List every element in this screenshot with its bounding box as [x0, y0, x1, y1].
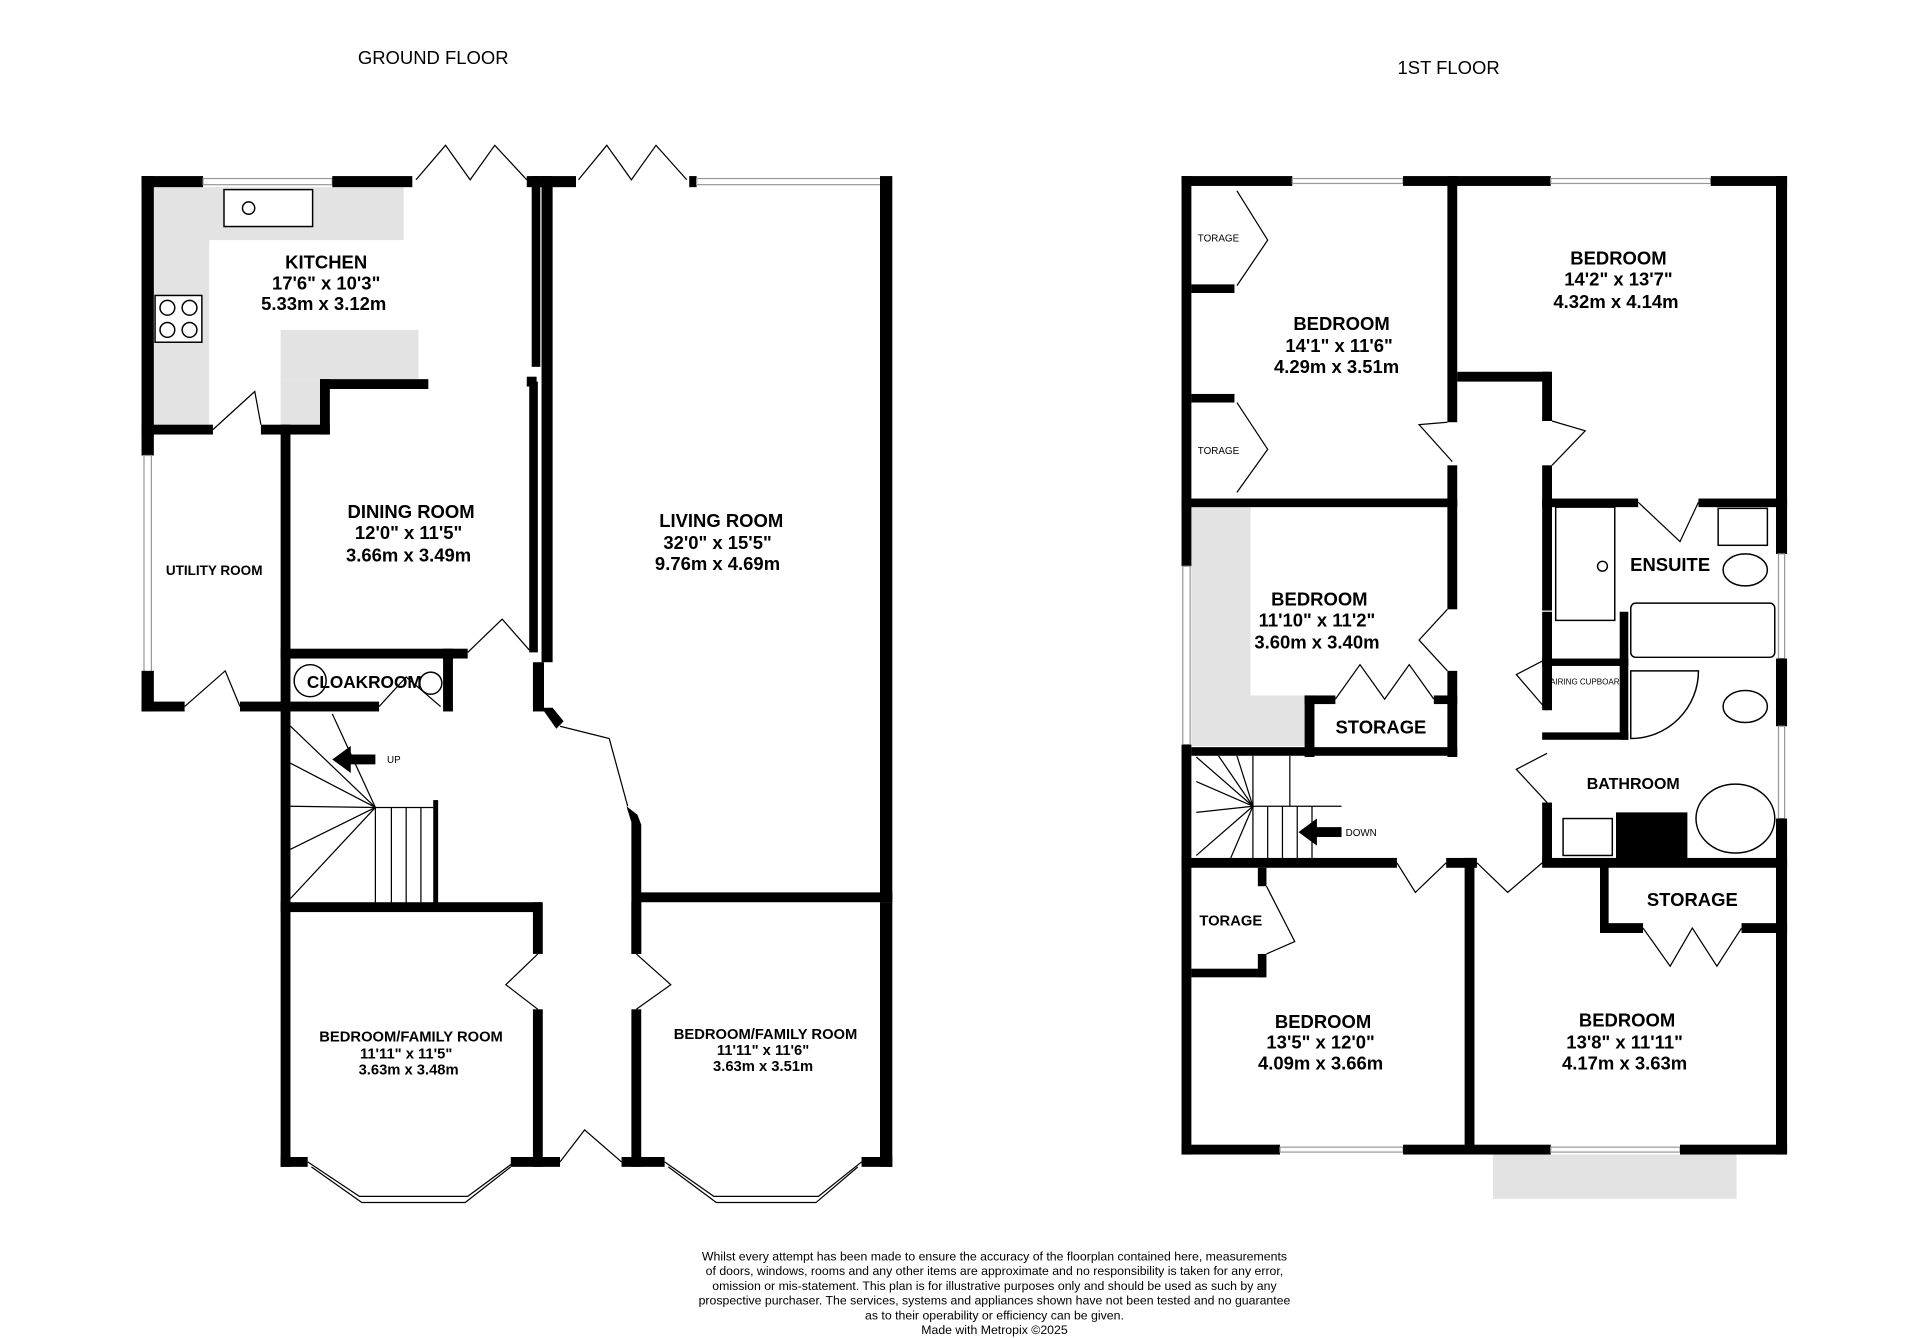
room-storage: STORAGE — [1647, 889, 1738, 910]
svg-text:32'0" x 15'5": 32'0" x 15'5" — [663, 532, 771, 553]
porch-roof — [1492, 1154, 1737, 1199]
room-living: LIVING ROOM 32'0" x 15'5" 9.76m x 4.69m — [655, 510, 783, 574]
svg-text:3.63m x 3.48m: 3.63m x 3.48m — [359, 1063, 459, 1079]
svg-text:LIVING ROOM: LIVING ROOM — [659, 510, 783, 531]
room-ensuite: ENSUITE — [1630, 554, 1710, 575]
first-walls — [1181, 176, 1788, 1155]
storage-label: TORAGE — [1199, 914, 1262, 930]
floor-shade — [1191, 505, 1251, 746]
bath-icon — [1630, 602, 1776, 659]
stairs-up — [290, 713, 434, 905]
ground-walls — [141, 176, 893, 1167]
bathroom-basin-icon — [1562, 817, 1614, 857]
kitchen-worktop — [153, 187, 404, 425]
room-family-right: BEDROOM/FAMILY ROOM 11'11" x 11'6" 3.63m… — [674, 1027, 858, 1075]
svg-text:BEDROOM: BEDROOM — [1579, 1010, 1675, 1031]
stairs-up-label: UP — [387, 755, 401, 766]
room-cloakroom: CLOAKROOM — [307, 672, 422, 692]
room-bedroom-3: BEDROOM 11'10" x 11'2" 3.60m x 3.40m — [1254, 589, 1379, 653]
svg-text:BEDROOM: BEDROOM — [1293, 313, 1389, 334]
first-doors[interactable] — [1236, 190, 1743, 968]
ensuite-basin-icon — [1717, 507, 1769, 547]
svg-text:BEDROOM/FAMILY ROOM: BEDROOM/FAMILY ROOM — [319, 1029, 503, 1045]
kitchen-sink-icon — [223, 188, 314, 228]
bathroom-toilet-icon — [1722, 689, 1769, 724]
room-bedroom-5: BEDROOM 13'8" x 11'11" 4.17m x 3.63m — [1562, 1010, 1687, 1074]
bay-window-right — [664, 1161, 862, 1197]
kitchen-worktop-corner — [280, 379, 320, 425]
svg-text:BEDROOM: BEDROOM — [1271, 589, 1367, 610]
room-airing-cupboard: AIRING CUPBOARD — [1550, 677, 1625, 686]
svg-text:4.29m x 3.51m: 4.29m x 3.51m — [1274, 356, 1399, 377]
arrow-down-icon — [1298, 818, 1342, 846]
bay-window-left — [307, 1161, 515, 1197]
svg-text:12'0" x 11'5": 12'0" x 11'5" — [355, 522, 462, 543]
first-floor-title: 1ST FLOOR — [1398, 57, 1500, 78]
svg-text:as to their operability or eff: as to their operability or efficiency ca… — [865, 1308, 1124, 1322]
toilet-icon — [293, 663, 327, 698]
sink-drain — [241, 201, 256, 215]
stairs-down — [1195, 755, 1342, 859]
room-bedroom-1: BEDROOM 14'1" x 11'6" 4.29m x 3.51m — [1274, 313, 1399, 377]
svg-text:3.63m x 3.51m: 3.63m x 3.51m — [713, 1059, 813, 1075]
arrow-up-icon — [332, 745, 376, 773]
svg-text:17'6" x 10'3": 17'6" x 10'3" — [272, 272, 380, 293]
svg-text:4.32m x 4.14m: 4.32m x 4.14m — [1553, 291, 1678, 312]
svg-text:3.60m x 3.40m: 3.60m x 3.40m — [1254, 632, 1379, 653]
svg-text:prospective purchaser. The ser: prospective purchaser. The services, sys… — [699, 1294, 1291, 1308]
room-family-left: BEDROOM/FAMILY ROOM 11'11" x 11'5" 3.63m… — [319, 1029, 503, 1078]
ground-floor-plan: GROUND FLOOR — [141, 47, 893, 1204]
room-storage: STORAGE — [1335, 717, 1426, 738]
svg-text:11'11" x 11'6": 11'11" x 11'6" — [717, 1043, 809, 1059]
svg-text:BEDROOM: BEDROOM — [1275, 1011, 1371, 1032]
corner-bath-icon — [1695, 783, 1776, 854]
svg-text:KITCHEN: KITCHEN — [285, 251, 367, 272]
svg-text:4.09m x 3.66m: 4.09m x 3.66m — [1258, 1053, 1383, 1074]
kitchen-worktop-island — [280, 329, 419, 380]
bay-window-right-inner — [667, 1166, 859, 1204]
ground-floor-title: GROUND FLOOR — [358, 47, 509, 68]
svg-text:9.76m x 4.69m: 9.76m x 4.69m — [655, 553, 780, 574]
first-floor-plan: 1ST FLOOR — [1181, 57, 1788, 1199]
stairs-down-label: DOWN — [1346, 828, 1377, 839]
svg-text:of doors, windows, rooms and a: of doors, windows, rooms and any other i… — [706, 1264, 1284, 1278]
room-utility: UTILITY ROOM — [166, 563, 263, 578]
svg-text:11'11" x 11'5": 11'11" x 11'5" — [360, 1047, 452, 1063]
svg-text:DINING ROOM: DINING ROOM — [348, 501, 475, 522]
ground-doors[interactable] — [184, 144, 688, 1163]
svg-text:14'1" x 11'6": 14'1" x 11'6" — [1285, 335, 1392, 356]
svg-text:3.66m x 3.49m: 3.66m x 3.49m — [346, 544, 471, 565]
corner-shower-icon — [1630, 670, 1700, 740]
svg-text:11'10" x 11'2": 11'10" x 11'2" — [1259, 610, 1376, 631]
svg-text:5.33m x 3.12m: 5.33m x 3.12m — [261, 293, 386, 314]
room-bathroom: BATHROOM — [1587, 776, 1680, 793]
room-kitchen: KITCHEN 17'6" x 10'3" 5.33m x 3.12m — [261, 251, 386, 314]
svg-text:Whilst every attempt has been: Whilst every attempt has been made to en… — [702, 1249, 1287, 1263]
ensuite-toilet-icon — [1722, 553, 1769, 587]
floor-shade-2 — [1250, 695, 1306, 746]
svg-text:BEDROOM/FAMILY ROOM: BEDROOM/FAMILY ROOM — [674, 1027, 858, 1043]
room-bedroom-4: BEDROOM 13'5" x 12'0" 4.09m x 3.66m — [1258, 1011, 1383, 1074]
storage-label: TORAGE — [1198, 233, 1240, 244]
svg-text:4.17m x 3.63m: 4.17m x 3.63m — [1562, 1053, 1687, 1074]
svg-text:13'8" x 11'11": 13'8" x 11'11" — [1566, 1032, 1683, 1053]
svg-text:14'2" x 13'7": 14'2" x 13'7" — [1564, 269, 1672, 290]
basin-icon — [418, 671, 443, 695]
credit: Made with Metropix ©2025 — [921, 1323, 1068, 1337]
room-bedroom-2: BEDROOM 14'2" x 13'7" 4.32m x 4.14m — [1553, 248, 1678, 312]
storage-label: TORAGE — [1198, 446, 1240, 457]
room-dining: DINING ROOM 12'0" x 11'5" 3.66m x 3.49m — [346, 501, 475, 565]
svg-text:BEDROOM: BEDROOM — [1570, 248, 1666, 269]
svg-text:omission or mis-statement. Thi: omission or mis-statement. This plan is … — [712, 1279, 1277, 1293]
disclaimer: Whilst every attempt has been made to en… — [699, 1249, 1291, 1337]
svg-text:13'5" x 12'0": 13'5" x 12'0" — [1266, 1032, 1374, 1053]
bay-window-left-inner — [311, 1166, 512, 1204]
